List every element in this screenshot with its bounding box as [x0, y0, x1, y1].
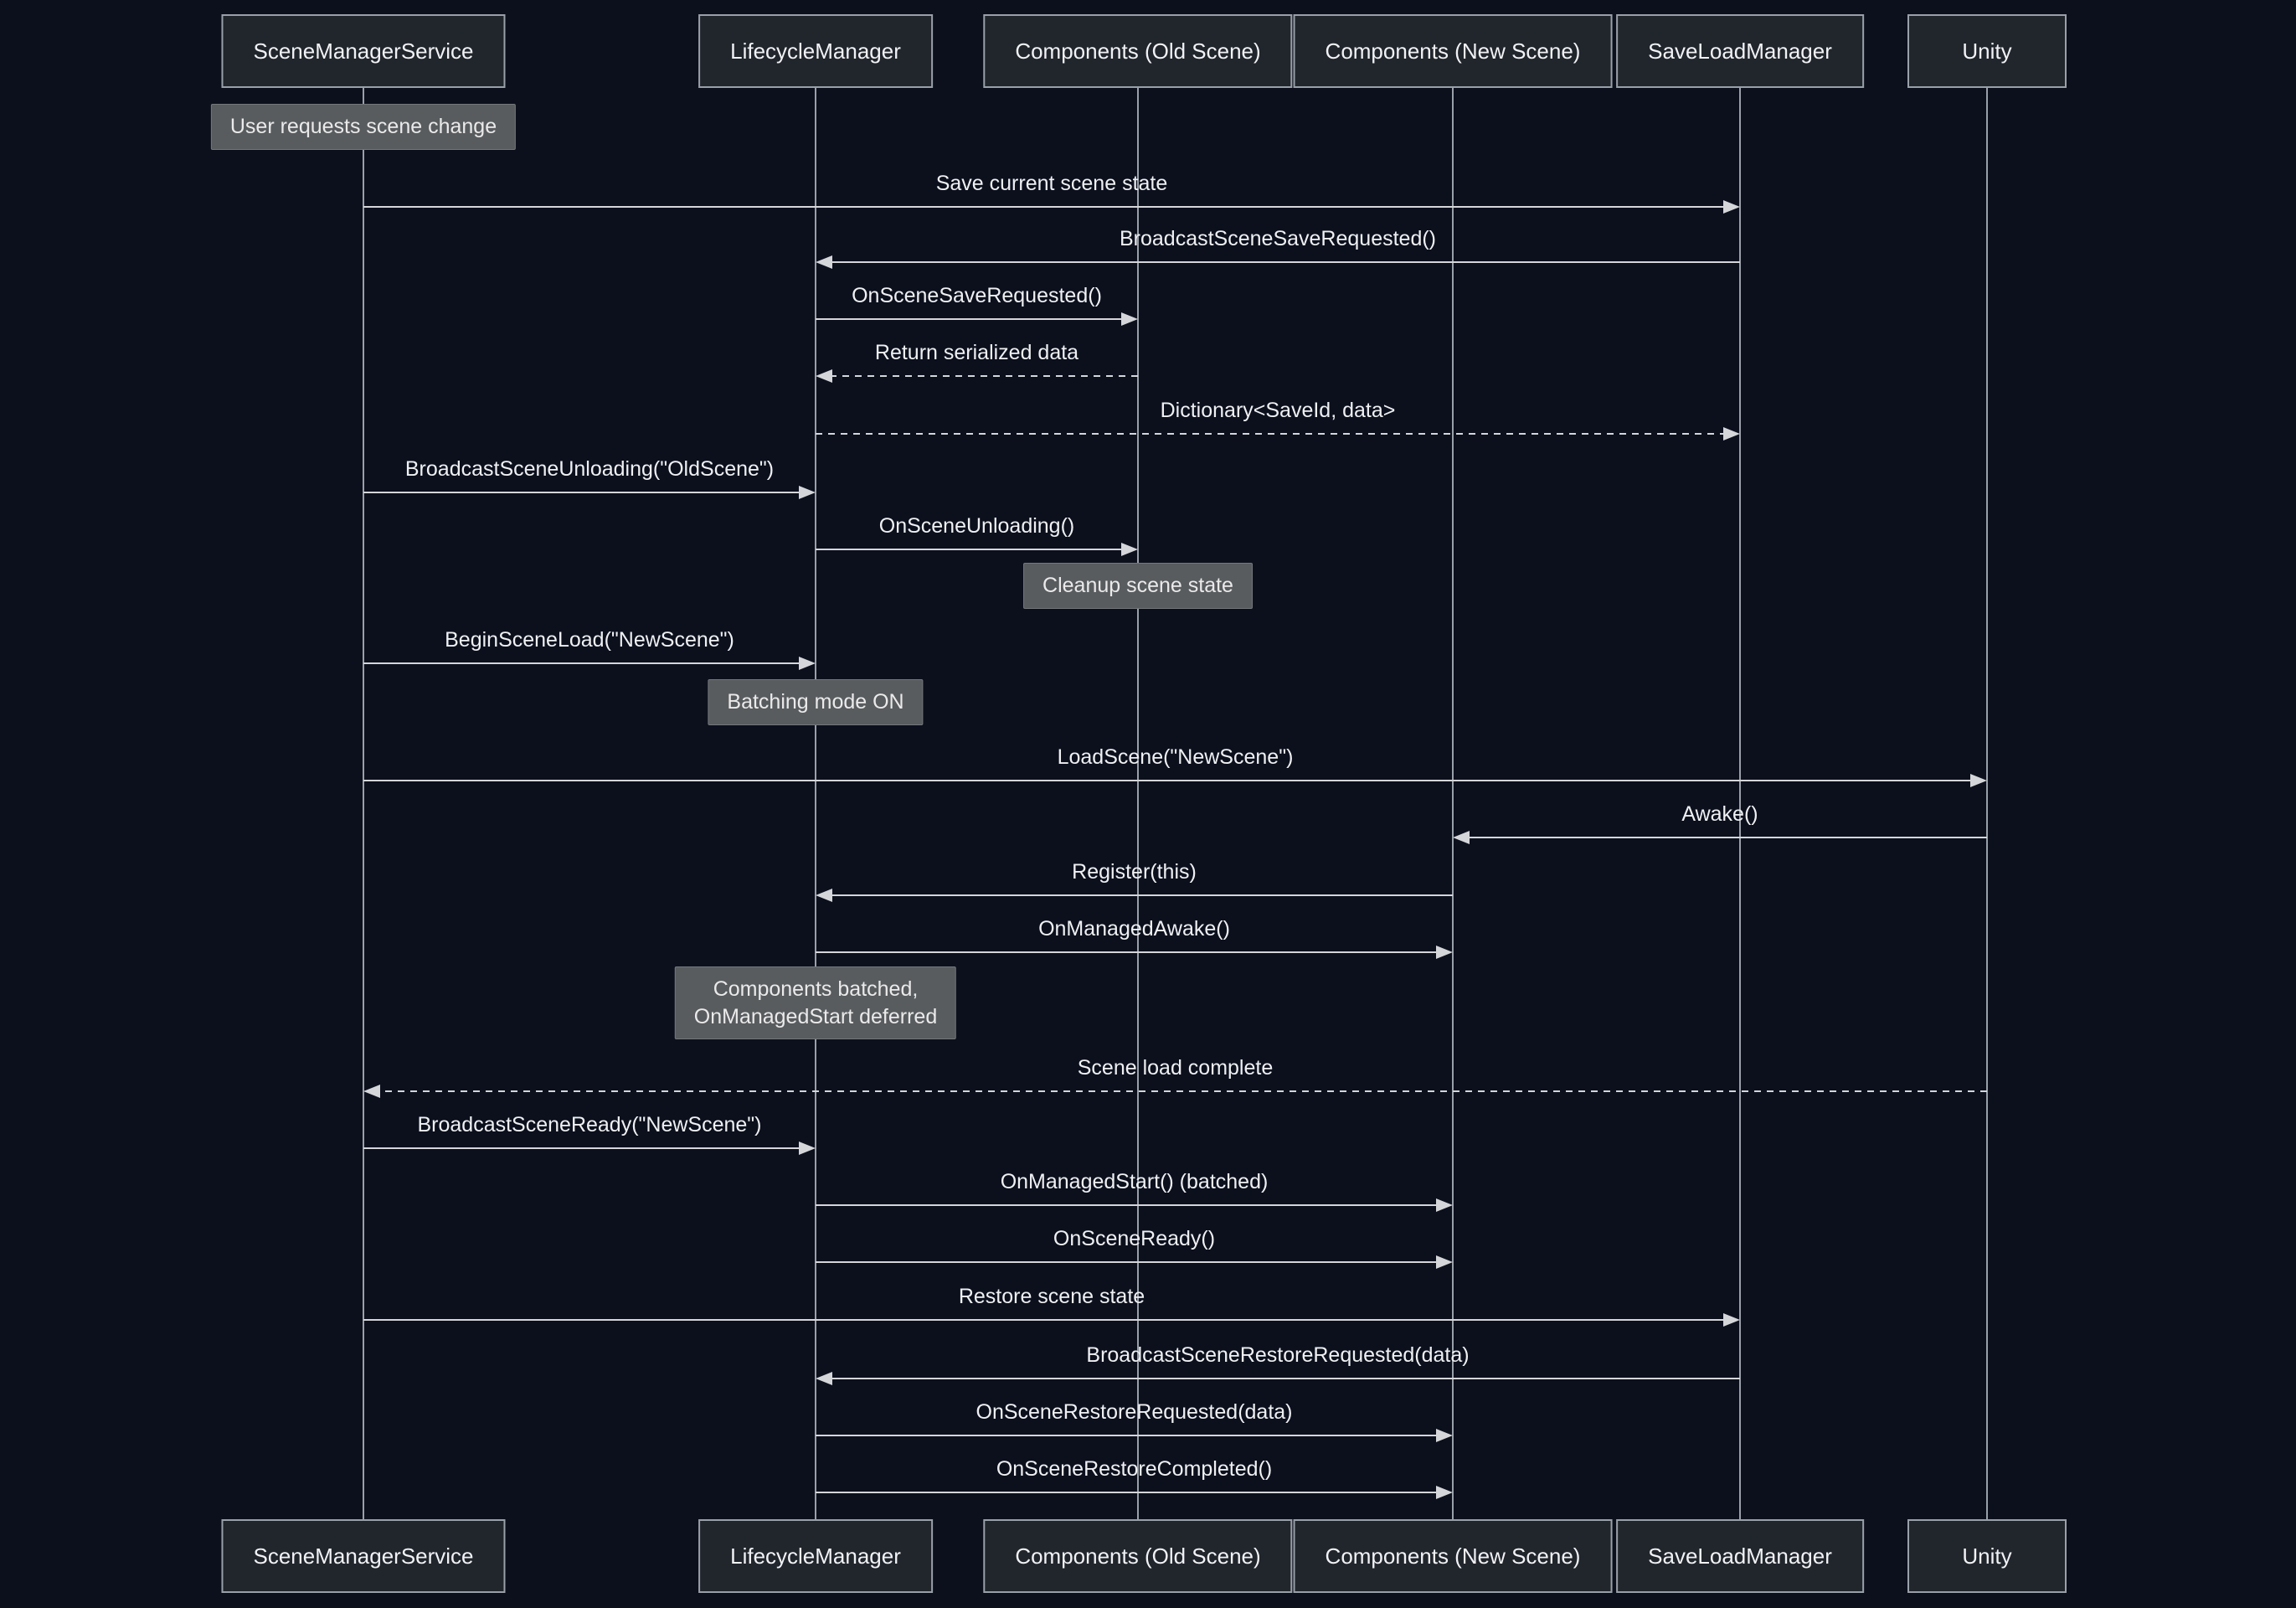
- note: Batching mode ON: [708, 679, 924, 725]
- participant-bottom-slm: SaveLoadManager: [1616, 1519, 1864, 1593]
- arrowhead-icon: [816, 369, 832, 383]
- participant-bottom-cos: Components (Old Scene): [983, 1519, 1293, 1593]
- message-label: OnSceneSaveRequested(): [852, 284, 1102, 307]
- message-label: BroadcastSceneRestoreRequested(data): [1086, 1343, 1470, 1367]
- arrowhead-icon: [1723, 1313, 1740, 1327]
- participant-bottom-cns: Components (New Scene): [1293, 1519, 1613, 1593]
- message-label: OnManagedAwake(): [1038, 917, 1230, 941]
- arrowhead-icon: [799, 657, 816, 670]
- message-label: OnSceneUnloading(): [878, 514, 1075, 538]
- message-label: Save current scene state: [935, 172, 1168, 195]
- message-label: BroadcastSceneReady("NewScene"): [417, 1113, 762, 1136]
- arrowhead-icon: [799, 1142, 816, 1155]
- note: Cleanup scene state: [1023, 563, 1253, 609]
- message-label: Restore scene state: [958, 1285, 1145, 1308]
- participant-top-sms: SceneManagerService: [221, 14, 506, 88]
- message-label: OnSceneRestoreCompleted(): [996, 1457, 1273, 1481]
- participant-top-unity: Unity: [1907, 14, 2067, 88]
- participant-top-slm: SaveLoadManager: [1616, 14, 1864, 88]
- message-label: Awake(): [1681, 802, 1758, 826]
- message-label: BroadcastSceneUnloading("OldScene"): [404, 457, 775, 481]
- message-label: OnManagedStart() (batched): [1000, 1170, 1269, 1193]
- arrowhead-icon: [1121, 312, 1138, 326]
- arrowhead-icon: [1436, 1255, 1453, 1269]
- participant-bottom-lm: LifecycleManager: [698, 1519, 933, 1593]
- participant-top-cos: Components (Old Scene): [983, 14, 1293, 88]
- message-label: Return serialized data: [874, 341, 1079, 364]
- arrowhead-icon: [1723, 200, 1740, 214]
- arrowhead-icon: [1723, 427, 1740, 441]
- arrowhead-icon: [1453, 831, 1470, 844]
- arrowhead-icon: [1436, 1486, 1453, 1499]
- arrowhead-icon: [816, 889, 832, 902]
- note: User requests scene change: [210, 104, 517, 150]
- message-label: OnSceneRestoreRequested(data): [976, 1400, 1293, 1424]
- message-label: OnSceneReady(): [1053, 1227, 1216, 1250]
- arrowhead-icon: [816, 1372, 832, 1385]
- message-label: Scene load complete: [1077, 1056, 1274, 1080]
- arrowhead-icon: [816, 255, 832, 269]
- message-label: LoadScene("NewScene"): [1057, 745, 1294, 769]
- arrowhead-icon: [1436, 946, 1453, 959]
- arrowhead-icon: [1436, 1429, 1453, 1442]
- arrowhead-icon: [1970, 774, 1987, 787]
- participant-top-cns: Components (New Scene): [1293, 14, 1613, 88]
- message-label: Dictionary<SaveId, data>: [1160, 399, 1396, 422]
- note: Components batched, OnManagedStart defer…: [674, 966, 957, 1039]
- message-label: BeginSceneLoad("NewScene"): [445, 628, 734, 652]
- participant-bottom-unity: Unity: [1907, 1519, 2067, 1593]
- arrowhead-icon: [799, 486, 816, 499]
- arrowhead-icon: [1121, 543, 1138, 556]
- arrowhead-icon: [1436, 1198, 1453, 1212]
- arrowhead-icon: [363, 1085, 380, 1098]
- participant-bottom-sms: SceneManagerService: [221, 1519, 506, 1593]
- participant-top-lm: LifecycleManager: [698, 14, 933, 88]
- message-label: Register(this): [1072, 860, 1197, 884]
- message-label: BroadcastSceneSaveRequested(): [1119, 227, 1437, 250]
